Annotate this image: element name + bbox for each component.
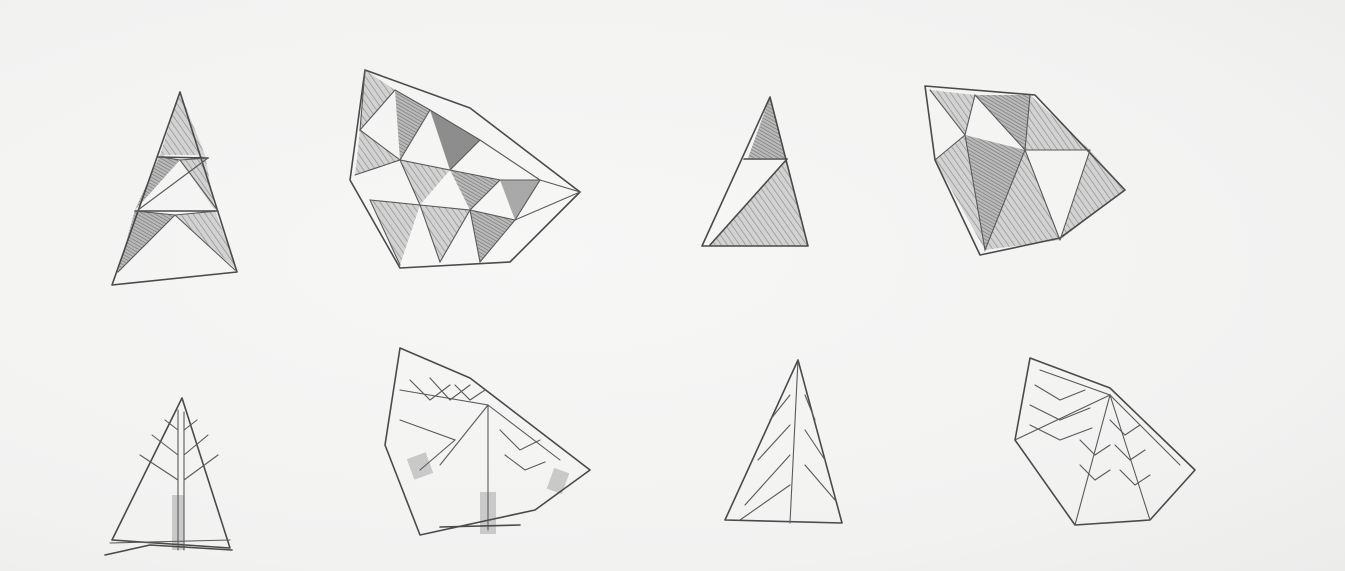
hatched-fan-polygon	[925, 86, 1125, 255]
branching-fan-tree	[385, 348, 590, 535]
leaf-vein-tree	[105, 398, 232, 555]
half-shaded-triangle	[702, 97, 808, 246]
striped-triangle	[725, 360, 842, 523]
chevron-fan-polygon	[1015, 358, 1195, 525]
shaded-tree-triangle	[112, 92, 237, 285]
shaded-faceted-polygon	[350, 70, 580, 268]
